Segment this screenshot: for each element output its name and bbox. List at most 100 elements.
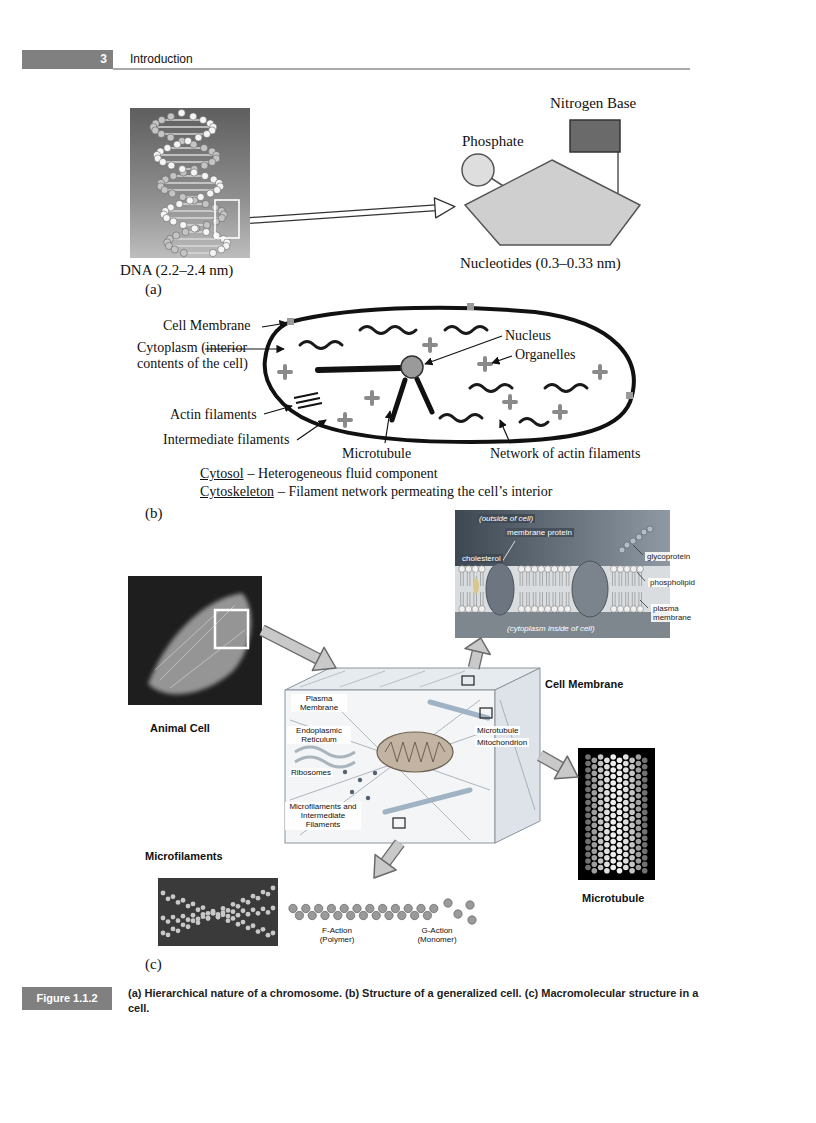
cell-schematic — [296, 398, 320, 403]
phospholipid-bilayer — [469, 592, 470, 606]
actin-chain — [346, 911, 354, 919]
phospholipid-bilayer — [483, 592, 484, 606]
tubulin-beads — [642, 848, 648, 854]
phospholipid-bilayer — [549, 592, 550, 606]
tubulin-beads — [604, 816, 610, 822]
figure-caption: (a) Hierarchical nature of a chromosome.… — [128, 986, 703, 1017]
phospholipid-bilayer — [568, 592, 569, 606]
tubulin-beads — [617, 770, 623, 776]
phospholipid-bilayer — [538, 606, 545, 613]
connector-arrow — [465, 638, 490, 654]
connector-arrow — [374, 843, 400, 878]
actin-strands — [226, 914, 231, 919]
cell-cube — [340, 671, 385, 687]
connector-arrow — [262, 630, 319, 659]
animal-cell-image: Animal Cell — [128, 576, 262, 705]
actin-strands — [191, 913, 196, 918]
tubulin-beads — [617, 855, 623, 861]
phospholipid-bilayer — [555, 592, 556, 606]
cell-cube — [380, 671, 425, 687]
dna-helix — [191, 225, 198, 232]
tubulin-beads — [585, 800, 591, 806]
tubulin-beads — [623, 806, 629, 812]
dna-helix — [161, 186, 168, 193]
actin-strands — [216, 915, 221, 920]
actin-strands — [231, 916, 236, 921]
cell-cube — [295, 747, 355, 757]
dna-image: DNA (2.2–2.4 nm) — [130, 108, 250, 258]
actin-strands — [236, 922, 241, 927]
tubulin-beads — [604, 861, 610, 867]
actin-strands — [266, 910, 271, 915]
actin-chain — [385, 911, 393, 919]
cell-schematic — [470, 385, 512, 392]
phospholipid-bilayer — [467, 572, 468, 586]
leader-line — [637, 572, 645, 581]
cell-cube: Plasma MembraneEndoplasmic ReticulumRibo… — [285, 668, 540, 843]
actin-chain — [398, 911, 406, 919]
actin-strands — [176, 900, 181, 905]
actin-chain — [327, 904, 335, 912]
phospholipid-bilayer — [630, 606, 637, 613]
part-label: Microfilaments and Intermediate Filament… — [285, 802, 361, 830]
tubulin-beads — [604, 809, 610, 815]
cell-cube — [393, 818, 405, 828]
phospholipid-bilayer — [463, 572, 464, 586]
cell-cube — [300, 671, 465, 687]
dna-helix — [171, 246, 178, 253]
tubulin-beads — [604, 796, 610, 802]
part-label: Plasma Membrane — [291, 694, 347, 712]
tubulin-beads — [610, 774, 616, 780]
actin-strands — [201, 905, 206, 910]
actin-strands — [241, 898, 246, 903]
phospholipid-bilayer — [480, 572, 481, 586]
actin-strands — [251, 894, 256, 899]
tubulin-beads — [642, 757, 648, 763]
membrane-proteins — [641, 529, 647, 535]
cell-cube — [420, 671, 465, 687]
leader-line — [264, 406, 292, 414]
leader-line — [500, 420, 510, 443]
phospholipid-bilayer — [520, 592, 521, 606]
tubulin-beads — [617, 809, 623, 815]
actin-strands — [161, 891, 166, 896]
image-title: Microfilaments — [145, 850, 223, 863]
actin-strands — [261, 890, 266, 895]
tubulin-beads — [585, 813, 591, 819]
actin-chain — [359, 911, 367, 919]
tubulin-beads — [636, 865, 642, 871]
animal-cell-photo — [170, 630, 245, 688]
leader-line — [297, 420, 326, 440]
tubulin-beads — [598, 839, 604, 845]
tubulin-beads — [585, 845, 591, 851]
tubulin-beads — [598, 780, 604, 786]
phospholipid-bilayer — [518, 606, 525, 613]
actin-chain — [466, 901, 474, 909]
image-title: Nucleotides (0.3–0.33 nm) — [460, 255, 621, 272]
part-label: Nucleus — [505, 328, 551, 344]
actin-strands — [246, 926, 251, 931]
tubulin-beads — [592, 868, 598, 874]
tubulin-beads — [629, 822, 635, 828]
cell-schematic — [504, 396, 516, 408]
connector-arrow — [554, 756, 578, 779]
actin-chain — [404, 904, 412, 912]
membrane-inset — [455, 612, 670, 638]
tubulin-beads — [585, 832, 591, 838]
tubulin-beads — [610, 865, 616, 871]
dna-helix — [173, 232, 180, 239]
cell-schematic — [265, 308, 634, 442]
phospholipid-bilayer — [535, 572, 536, 586]
actin-strands — [256, 929, 261, 934]
tubulin-beads — [598, 845, 604, 851]
tubulin-beads — [598, 774, 604, 780]
phospholipid-bilayer — [476, 592, 477, 606]
tubulin-beads — [642, 829, 648, 835]
phospholipid-bilayer — [546, 592, 547, 606]
actin-strands — [206, 916, 211, 921]
membrane-inset — [455, 510, 670, 638]
tubulin-beads — [585, 754, 647, 873]
dna-helix — [168, 162, 175, 169]
cell-schematic — [467, 303, 474, 310]
tubulin-beads — [604, 842, 610, 848]
